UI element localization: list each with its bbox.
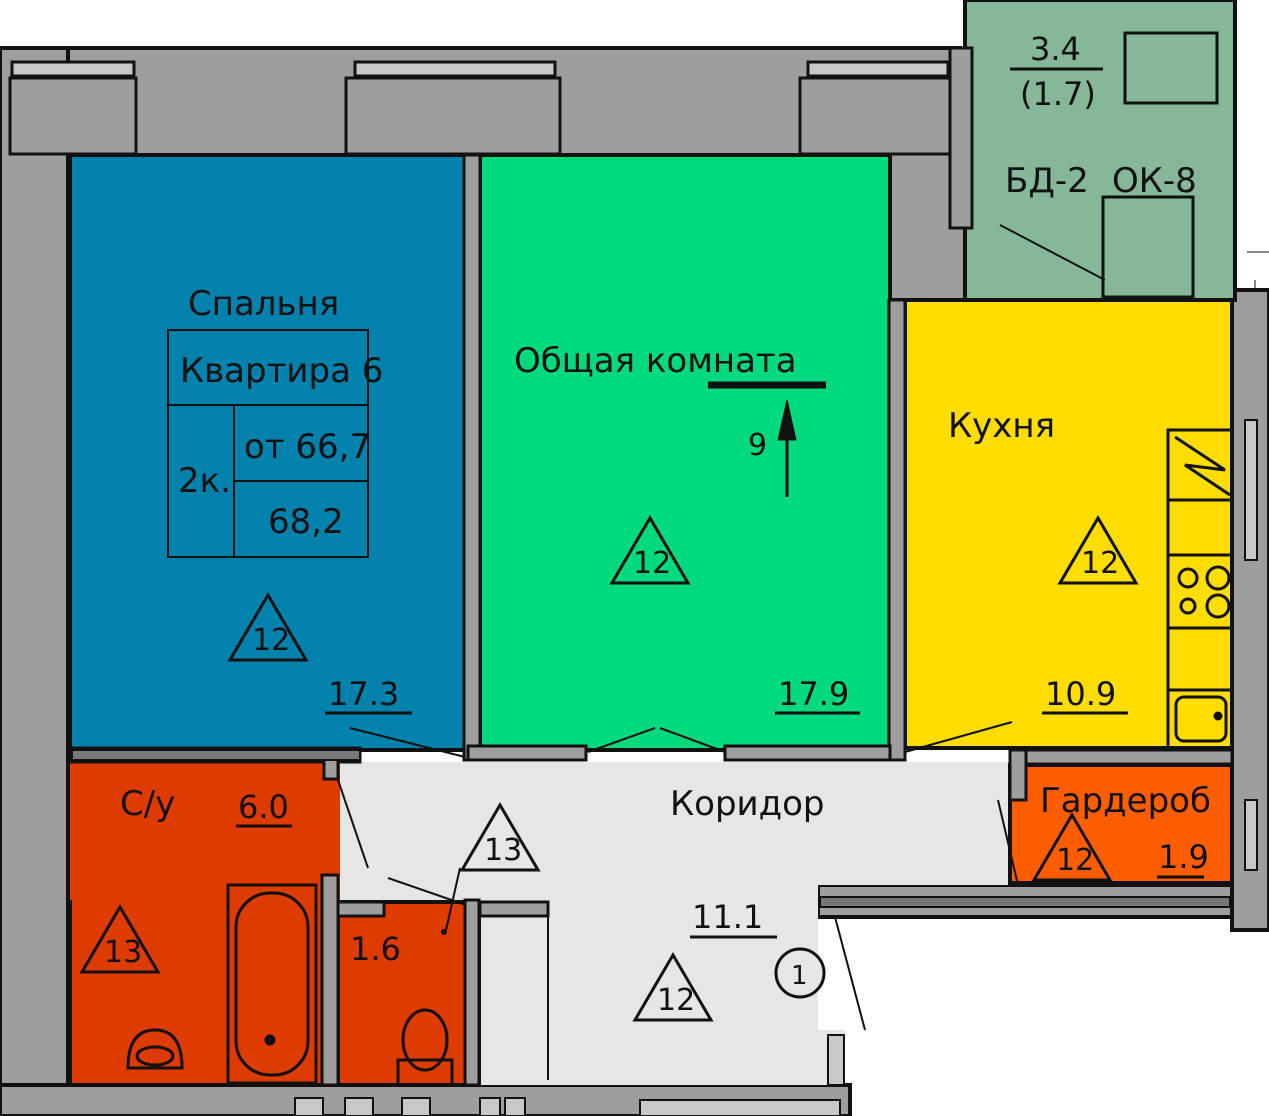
bathroom-upper <box>70 762 340 900</box>
balcony-table <box>1123 31 1219 105</box>
triangles <box>79 515 1139 1022</box>
apartment-info-table <box>167 329 369 558</box>
living-mark: 12 <box>633 546 671 581</box>
toilet-area: 1.6 <box>350 930 401 968</box>
corridor-name: Коридор <box>670 784 825 824</box>
sink <box>126 1028 184 1070</box>
area-underlines <box>236 67 1204 939</box>
toilet-drain <box>441 929 447 935</box>
bedroom <box>68 153 467 752</box>
living-mark-triangle <box>609 515 691 585</box>
entrance-circle <box>774 947 826 999</box>
apartment-area-total: 68,2 <box>268 502 344 542</box>
arrow-number: 9 <box>748 428 767 463</box>
bathroom-name: С/у <box>120 784 175 824</box>
corridor <box>340 762 1010 1085</box>
toilet-bowl <box>396 1008 454 1087</box>
section-arrow <box>708 381 826 497</box>
living-room-name: Общая комната <box>514 341 797 381</box>
corridor-mark2: 12 <box>657 983 695 1018</box>
corridor-mark: 13 <box>484 833 522 868</box>
kitchen-fixtures <box>1166 428 1234 750</box>
entrance-number: 1 <box>791 961 808 991</box>
living-room <box>478 153 892 752</box>
window-label: ОК-8 <box>1112 161 1197 201</box>
door-swings <box>337 721 1019 1085</box>
kitchen-name: Кухня <box>948 406 1055 446</box>
apartment-area-from: от 66,7 <box>244 427 371 467</box>
wardrobe-mark: 12 <box>1056 843 1094 878</box>
balcony-wall-left <box>948 46 974 230</box>
bathtub <box>226 883 318 1085</box>
bathroom-mark-triangle <box>79 904 161 974</box>
top-windows <box>8 60 952 156</box>
balcony-area-reduced: (1.7) <box>1020 75 1096 113</box>
balcony-door-label: БД-2 <box>1005 161 1089 201</box>
wardrobe-name: Гардероб <box>1040 781 1211 821</box>
kitchen-area: 10.9 <box>1045 675 1116 713</box>
balcony-area: 3.4 <box>1030 30 1081 68</box>
apartment-title: Квартира 6 <box>180 351 383 391</box>
wardrobe <box>1008 763 1234 885</box>
bedroom-area: 17.3 <box>328 675 399 713</box>
corridor-mark-leader <box>445 867 461 931</box>
apartment-type: 2к. <box>178 461 231 501</box>
bathroom-mark: 13 <box>104 935 142 970</box>
corridor-mark-triangle <box>459 802 541 872</box>
hatched-bands <box>71 749 1231 908</box>
corridor-area: 11.1 <box>692 898 763 936</box>
kitchen-mark-triangle <box>1057 515 1139 585</box>
bedroom-name: Спальня <box>188 284 339 324</box>
bottom-wall-details <box>294 1034 845 1116</box>
wardrobe-mark-triangle <box>1031 812 1113 882</box>
corridor-mark2-triangle <box>632 952 714 1022</box>
kitchen <box>903 298 1234 750</box>
wardrobe-area: 1.9 <box>1158 838 1209 876</box>
left-wall <box>0 46 70 1116</box>
bedroom-mark: 12 <box>252 623 290 658</box>
kitchen-mark: 12 <box>1081 546 1119 581</box>
balcony-door-frame <box>1101 195 1195 299</box>
bathroom-area: 6.0 <box>238 788 289 826</box>
balcony-door-swing <box>999 224 1106 281</box>
bedroom-mark-triangle <box>227 592 309 662</box>
right-windows <box>1244 419 1258 871</box>
living-area: 17.9 <box>778 675 849 713</box>
